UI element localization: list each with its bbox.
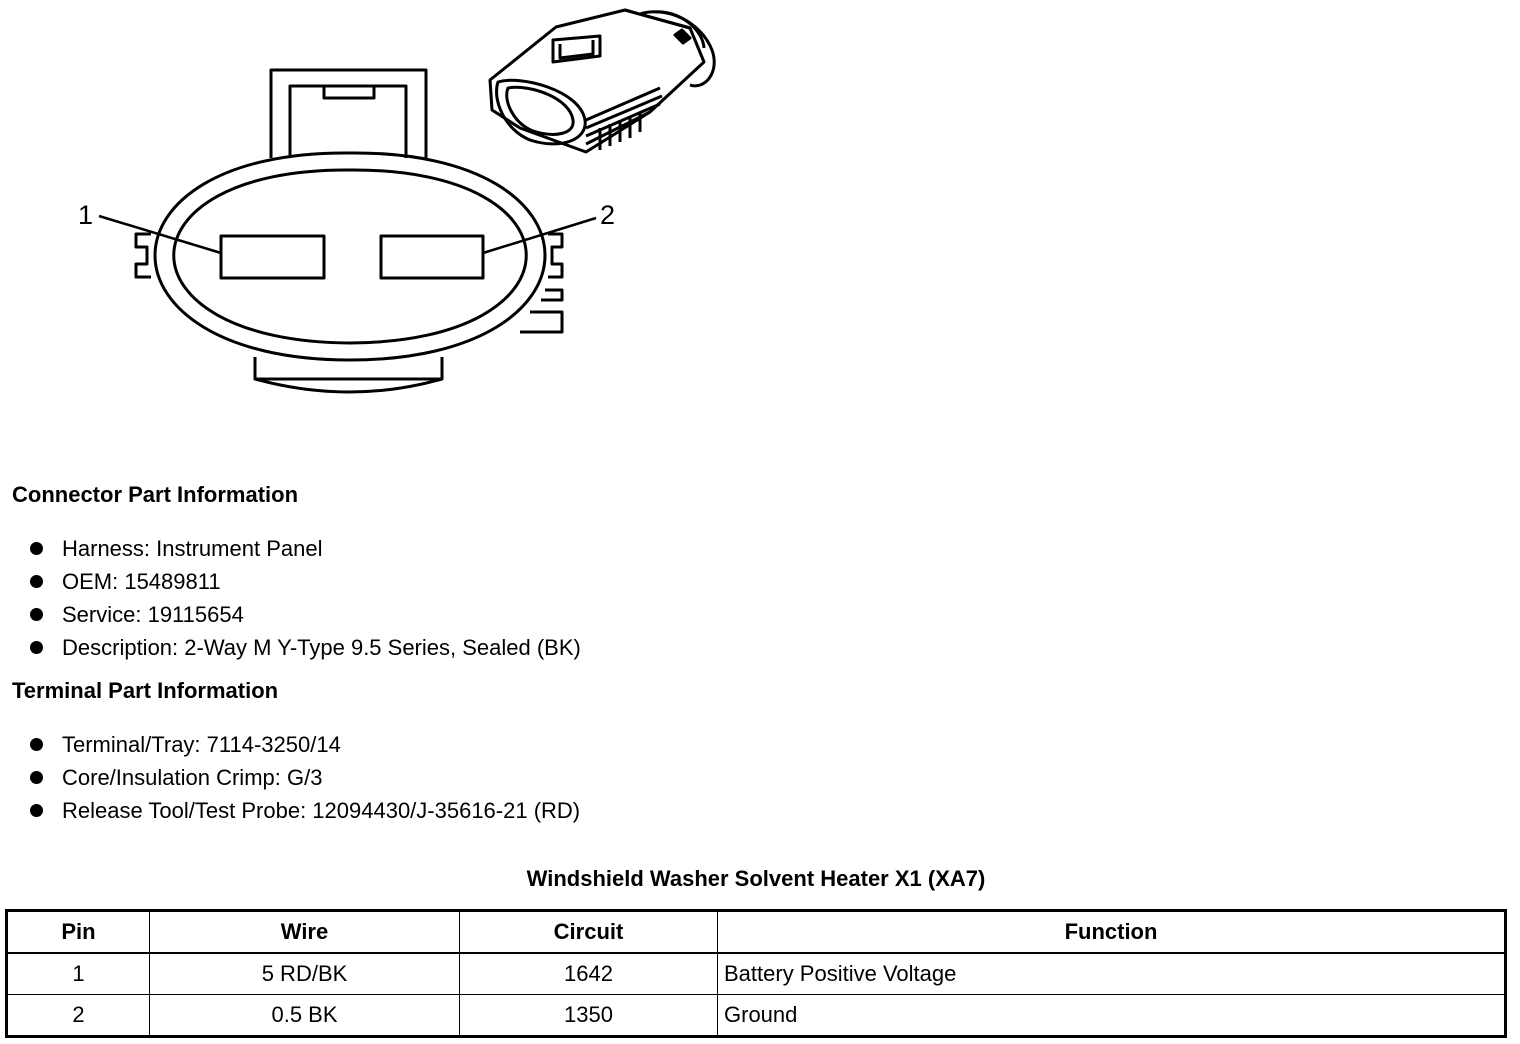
column-header-function: Function [717,910,1506,954]
column-header-pin: Pin [6,910,150,954]
bullet-icon [30,641,43,654]
cell-function: Ground [717,994,1506,1037]
connector-inner-seal [172,168,528,345]
list-item-text: Harness: Instrument Panel [62,536,323,561]
connector-part-info-heading: Connector Part Information [12,482,299,507]
cell-wire: 0.5 BK [149,994,460,1037]
cell-pin: 1 [6,952,150,995]
pin-1-cavity [219,234,326,280]
right-latch [548,232,564,279]
cell-circuit: 1350 [459,994,718,1037]
bullet-icon [30,575,43,588]
table-header-row: Pin Wire Circuit Function [6,910,1506,954]
terminal-part-info-heading: Terminal Part Information [12,678,279,703]
list-item: Core/Insulation Crimp: G/3 [28,761,580,794]
cell-wire: 5 RD/BK [149,952,460,995]
terminal-part-info-list: Terminal/Tray: 7114-3250/14 Core/Insulat… [28,728,580,827]
column-header-circuit: Circuit [459,910,718,954]
list-item-text: OEM: 15489811 [62,569,221,594]
pin-2-cavity [379,234,485,280]
list-item: OEM: 15489811 [28,565,581,598]
pin-1-label: 1 [78,200,93,230]
locking-tab [269,68,428,158]
connector-3d-illustration [488,8,716,154]
list-item-text: Core/Insulation Crimp: G/3 [62,765,323,790]
right-rib [520,288,564,334]
table-title: Windshield Washer Solvent Heater X1 (XA7… [526,866,986,891]
bullet-icon [30,804,43,817]
list-item: Service: 19115654 [28,598,581,631]
table-row: 1 5 RD/BK 1642 Battery Positive Voltage [6,952,1506,995]
pin-1-leader [98,214,222,255]
bullet-icon [30,542,43,555]
bullet-icon [30,771,43,784]
list-item: Description: 2-Way M Y-Type 9.5 Series, … [28,631,581,664]
cell-circuit: 1642 [459,952,718,995]
table-row: 2 0.5 BK 1350 Ground [6,994,1506,1037]
connector-outer-shell [153,151,547,362]
list-item: Harness: Instrument Panel [28,532,581,565]
bullet-icon [30,608,43,621]
cell-pin: 2 [6,994,150,1037]
bullet-icon [30,738,43,751]
list-item-text: Terminal/Tray: 7114-3250/14 [62,732,341,757]
connector-diagram: 1 2 [78,8,716,394]
list-item: Terminal/Tray: 7114-3250/14 [28,728,580,761]
list-item-text: Release Tool/Test Probe: 12094430/J-3561… [62,798,581,823]
bottom-key [253,357,444,394]
cell-function: Battery Positive Voltage [717,952,1506,995]
pin-2-label: 2 [600,200,615,230]
list-item-text: Description: 2-Way M Y-Type 9.5 Series, … [62,635,581,660]
pin-table: Pin Wire Circuit Function 1 5 RD/BK 1642… [5,909,1507,1038]
list-item-text: Service: 19115654 [62,602,244,627]
connector-part-info-list: Harness: Instrument Panel OEM: 15489811 … [28,532,581,664]
column-header-wire: Wire [149,910,460,954]
list-item: Release Tool/Test Probe: 12094430/J-3561… [28,794,580,827]
pin-2-leader [482,216,597,255]
left-latch [134,232,151,279]
